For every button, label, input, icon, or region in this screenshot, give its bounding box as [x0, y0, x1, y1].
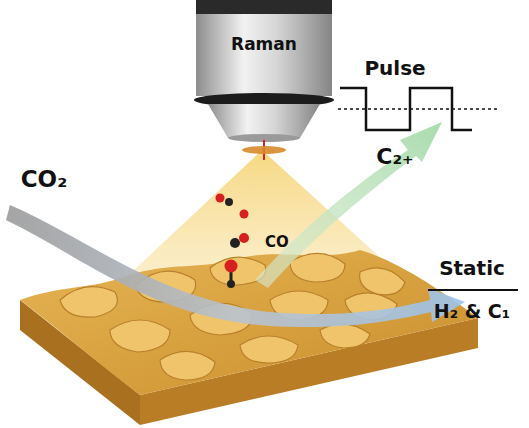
mode-label: Pulse [364, 58, 425, 78]
product-label: H₂ & C₁ [434, 302, 510, 321]
pulse-arrow [255, 122, 442, 288]
mode-label: Static [439, 258, 505, 278]
reactant-label: CO₂ [21, 168, 68, 191]
intermediate-label: CO [265, 235, 289, 250]
raman-objective [194, 0, 334, 160]
product-label: C₂₊ [376, 146, 413, 168]
objective-label: Raman [231, 34, 297, 54]
molecules [216, 194, 250, 289]
pulse-waveform [338, 88, 500, 130]
objective-box: Raman [196, 14, 332, 74]
fraction-bar [428, 289, 518, 291]
static-arrow [6, 205, 465, 327]
